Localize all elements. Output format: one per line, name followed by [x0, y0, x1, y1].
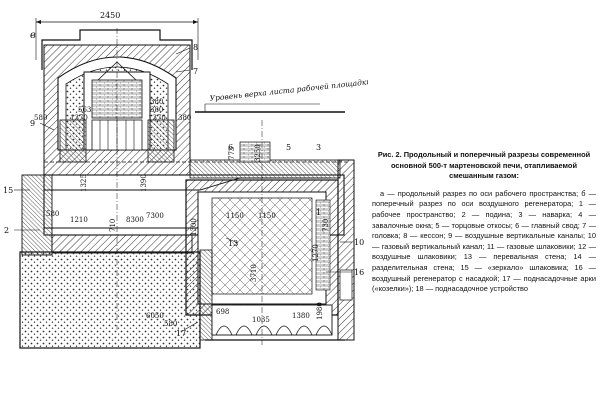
dim-380b: 380: [150, 98, 163, 106]
dim-1150b: 1150: [258, 212, 276, 220]
callout-3: 3: [316, 143, 321, 152]
callout-17: 17: [176, 329, 186, 338]
callout-1: 1: [316, 208, 321, 217]
dim-6050: 6050: [146, 312, 164, 320]
dim-1035: 1035: [252, 316, 270, 324]
callout-7: 7: [193, 67, 198, 76]
dim-1150a: 1150: [226, 212, 244, 220]
sub-checker-arches: [205, 304, 345, 341]
dim-3710: 3710: [250, 264, 258, 282]
furnace-section-drawing: в 2450 Уровень верха листа рабочей площа…: [3, 11, 368, 349]
floor-level-annotation: Уровень верха листа рабочей площадки: [209, 77, 368, 103]
dim-1370b: 1370: [148, 114, 166, 122]
dim-380c: 380: [178, 114, 191, 122]
callout-9: 9: [30, 119, 35, 128]
callout-10: 10: [354, 238, 364, 247]
callout-16: 16: [354, 268, 364, 277]
dim-1210: 1210: [70, 216, 88, 224]
callout-numbers: 8 7 9 15 2 6 5 3 1 10 16 13 17: [3, 43, 364, 338]
dim-773: 773: [228, 147, 236, 160]
top-dimension-line: [35, 18, 199, 60]
callout-15: 15: [3, 186, 13, 195]
callout-5: 5: [286, 143, 291, 152]
dim-top-width: 2450: [100, 11, 120, 20]
figure-caption: Рис. 2. Продольный и поперечный разрезы …: [372, 150, 596, 295]
caption-legend: а — продольный разрез по оси рабочего пр…: [372, 188, 596, 294]
dim-1300: 1300: [190, 218, 198, 236]
dim-698: 698: [216, 308, 229, 316]
dim-710: 710: [109, 219, 117, 232]
dim-1270: 1270: [312, 244, 320, 262]
dim-1325: 1325: [80, 174, 88, 192]
lower-left-section: [19, 174, 213, 349]
dim-1380: 1380: [292, 312, 310, 320]
callout-2: 2: [4, 226, 9, 235]
dim-7300: 7300: [146, 212, 164, 220]
callout-13: 13: [228, 239, 238, 248]
dim-380a: 380: [150, 106, 163, 114]
dim-1390: 1390: [140, 174, 148, 192]
dim-8300: 8300: [126, 216, 144, 224]
dim-1980: 1980: [316, 302, 324, 320]
dim-580a: 580: [34, 114, 47, 122]
dimension-labels: 580 563 1370 380 1370 380 380 773 3250 1…: [34, 98, 330, 328]
caption-title: Рис. 2. Продольный и поперечный разрезы …: [377, 150, 591, 181]
callout-leaders: [14, 47, 352, 331]
panel-label: в: [30, 30, 36, 41]
dim-1370a: 1370: [70, 114, 88, 122]
right-wall-section: [337, 159, 355, 341]
callout-6: 6: [228, 143, 233, 152]
callout-8: 8: [193, 43, 198, 52]
dim-563: 563: [78, 106, 91, 114]
dim-3250: 3250: [254, 144, 262, 162]
dim-580c: 580: [164, 320, 177, 328]
dim-580b: 580: [46, 210, 59, 218]
dim-730: 730: [322, 219, 330, 232]
